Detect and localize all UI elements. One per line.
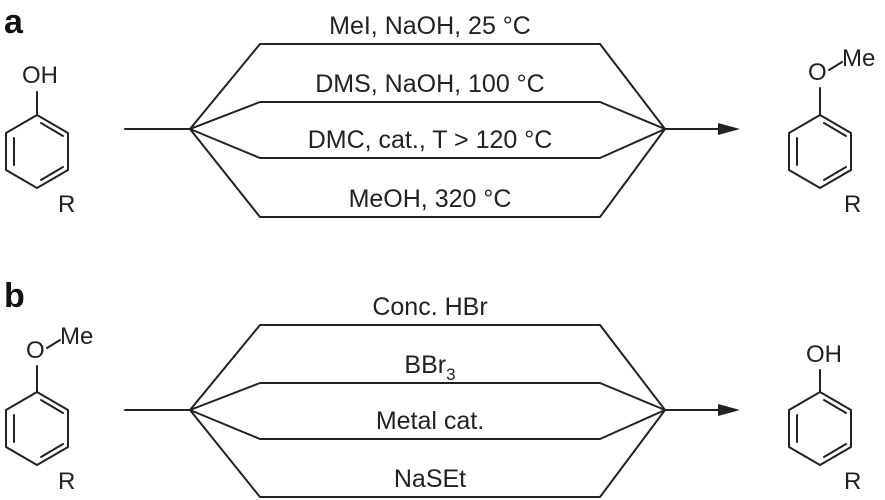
bond-o-me bbox=[828, 61, 843, 71]
panel-a: a OH R MeI, NaOH, 25 °C DMS, NaOH, 100 °… bbox=[4, 3, 875, 218]
oxygen-label: O bbox=[808, 59, 827, 86]
benzene-ring bbox=[788, 114, 852, 189]
path-1 bbox=[189, 324, 666, 411]
benzene-ring bbox=[5, 114, 69, 189]
aromatic-bond bbox=[823, 166, 847, 181]
condition-1: Conc. HBr bbox=[372, 293, 487, 321]
condition-4: MeOH, 320 °C bbox=[349, 185, 512, 213]
panel-label-a: a bbox=[4, 3, 24, 41]
condition-1: MeI, NaOH, 25 °C bbox=[329, 12, 531, 40]
oxygen-label: O bbox=[26, 337, 45, 364]
path-3 bbox=[189, 409, 666, 440]
condition-2: DMS, NaOH, 100 °C bbox=[315, 70, 545, 98]
aromatic-bond bbox=[40, 443, 64, 458]
aromatic-bond bbox=[40, 122, 64, 137]
conditions-arrow bbox=[124, 43, 740, 218]
path-2 bbox=[189, 382, 666, 411]
panel-b: b O Me R Conc. HBr BBr3 Metal cat. NaSEt bbox=[4, 277, 861, 498]
ring-substituent-r: R bbox=[844, 191, 861, 218]
conditions-arrow bbox=[124, 324, 740, 498]
benzene-ring bbox=[5, 391, 69, 466]
aromatic-bond bbox=[823, 399, 847, 414]
product-phenol: OH R bbox=[788, 341, 861, 495]
methyl-label: Me bbox=[60, 323, 93, 350]
path-1 bbox=[189, 43, 666, 130]
benzene-ring bbox=[788, 391, 852, 466]
reactant-anisole: O Me R bbox=[5, 323, 93, 495]
panel-label-b: b bbox=[4, 277, 25, 315]
bond-o-me bbox=[46, 339, 61, 349]
condition-3: DMC, cat., T > 120 °C bbox=[308, 126, 553, 154]
ring-substituent-r: R bbox=[844, 468, 861, 495]
path-4 bbox=[189, 409, 666, 498]
aromatic-bond bbox=[823, 443, 847, 458]
aromatic-bond bbox=[40, 399, 64, 414]
condition-3: Metal cat. bbox=[376, 407, 484, 435]
methyl-label: Me bbox=[842, 45, 875, 72]
ring-substituent-r: R bbox=[58, 468, 75, 495]
hydroxyl-label: OH bbox=[806, 341, 842, 368]
arrowhead bbox=[718, 123, 740, 135]
path-2 bbox=[189, 101, 666, 130]
hydroxyl-label: OH bbox=[22, 62, 58, 89]
reactant-phenol: OH R bbox=[5, 62, 75, 218]
condition-4: NaSEt bbox=[394, 465, 466, 493]
path-3 bbox=[189, 128, 666, 159]
aromatic-bond bbox=[40, 166, 64, 181]
condition-2-main: BBr bbox=[404, 351, 446, 379]
arrowhead bbox=[718, 404, 740, 416]
path-4 bbox=[189, 128, 666, 218]
aromatic-bond bbox=[823, 122, 847, 137]
ring-substituent-r: R bbox=[58, 191, 75, 218]
condition-2-subscript: 3 bbox=[446, 365, 455, 384]
condition-2: BBr3 bbox=[404, 351, 455, 384]
product-anisole: O Me R bbox=[788, 45, 875, 218]
